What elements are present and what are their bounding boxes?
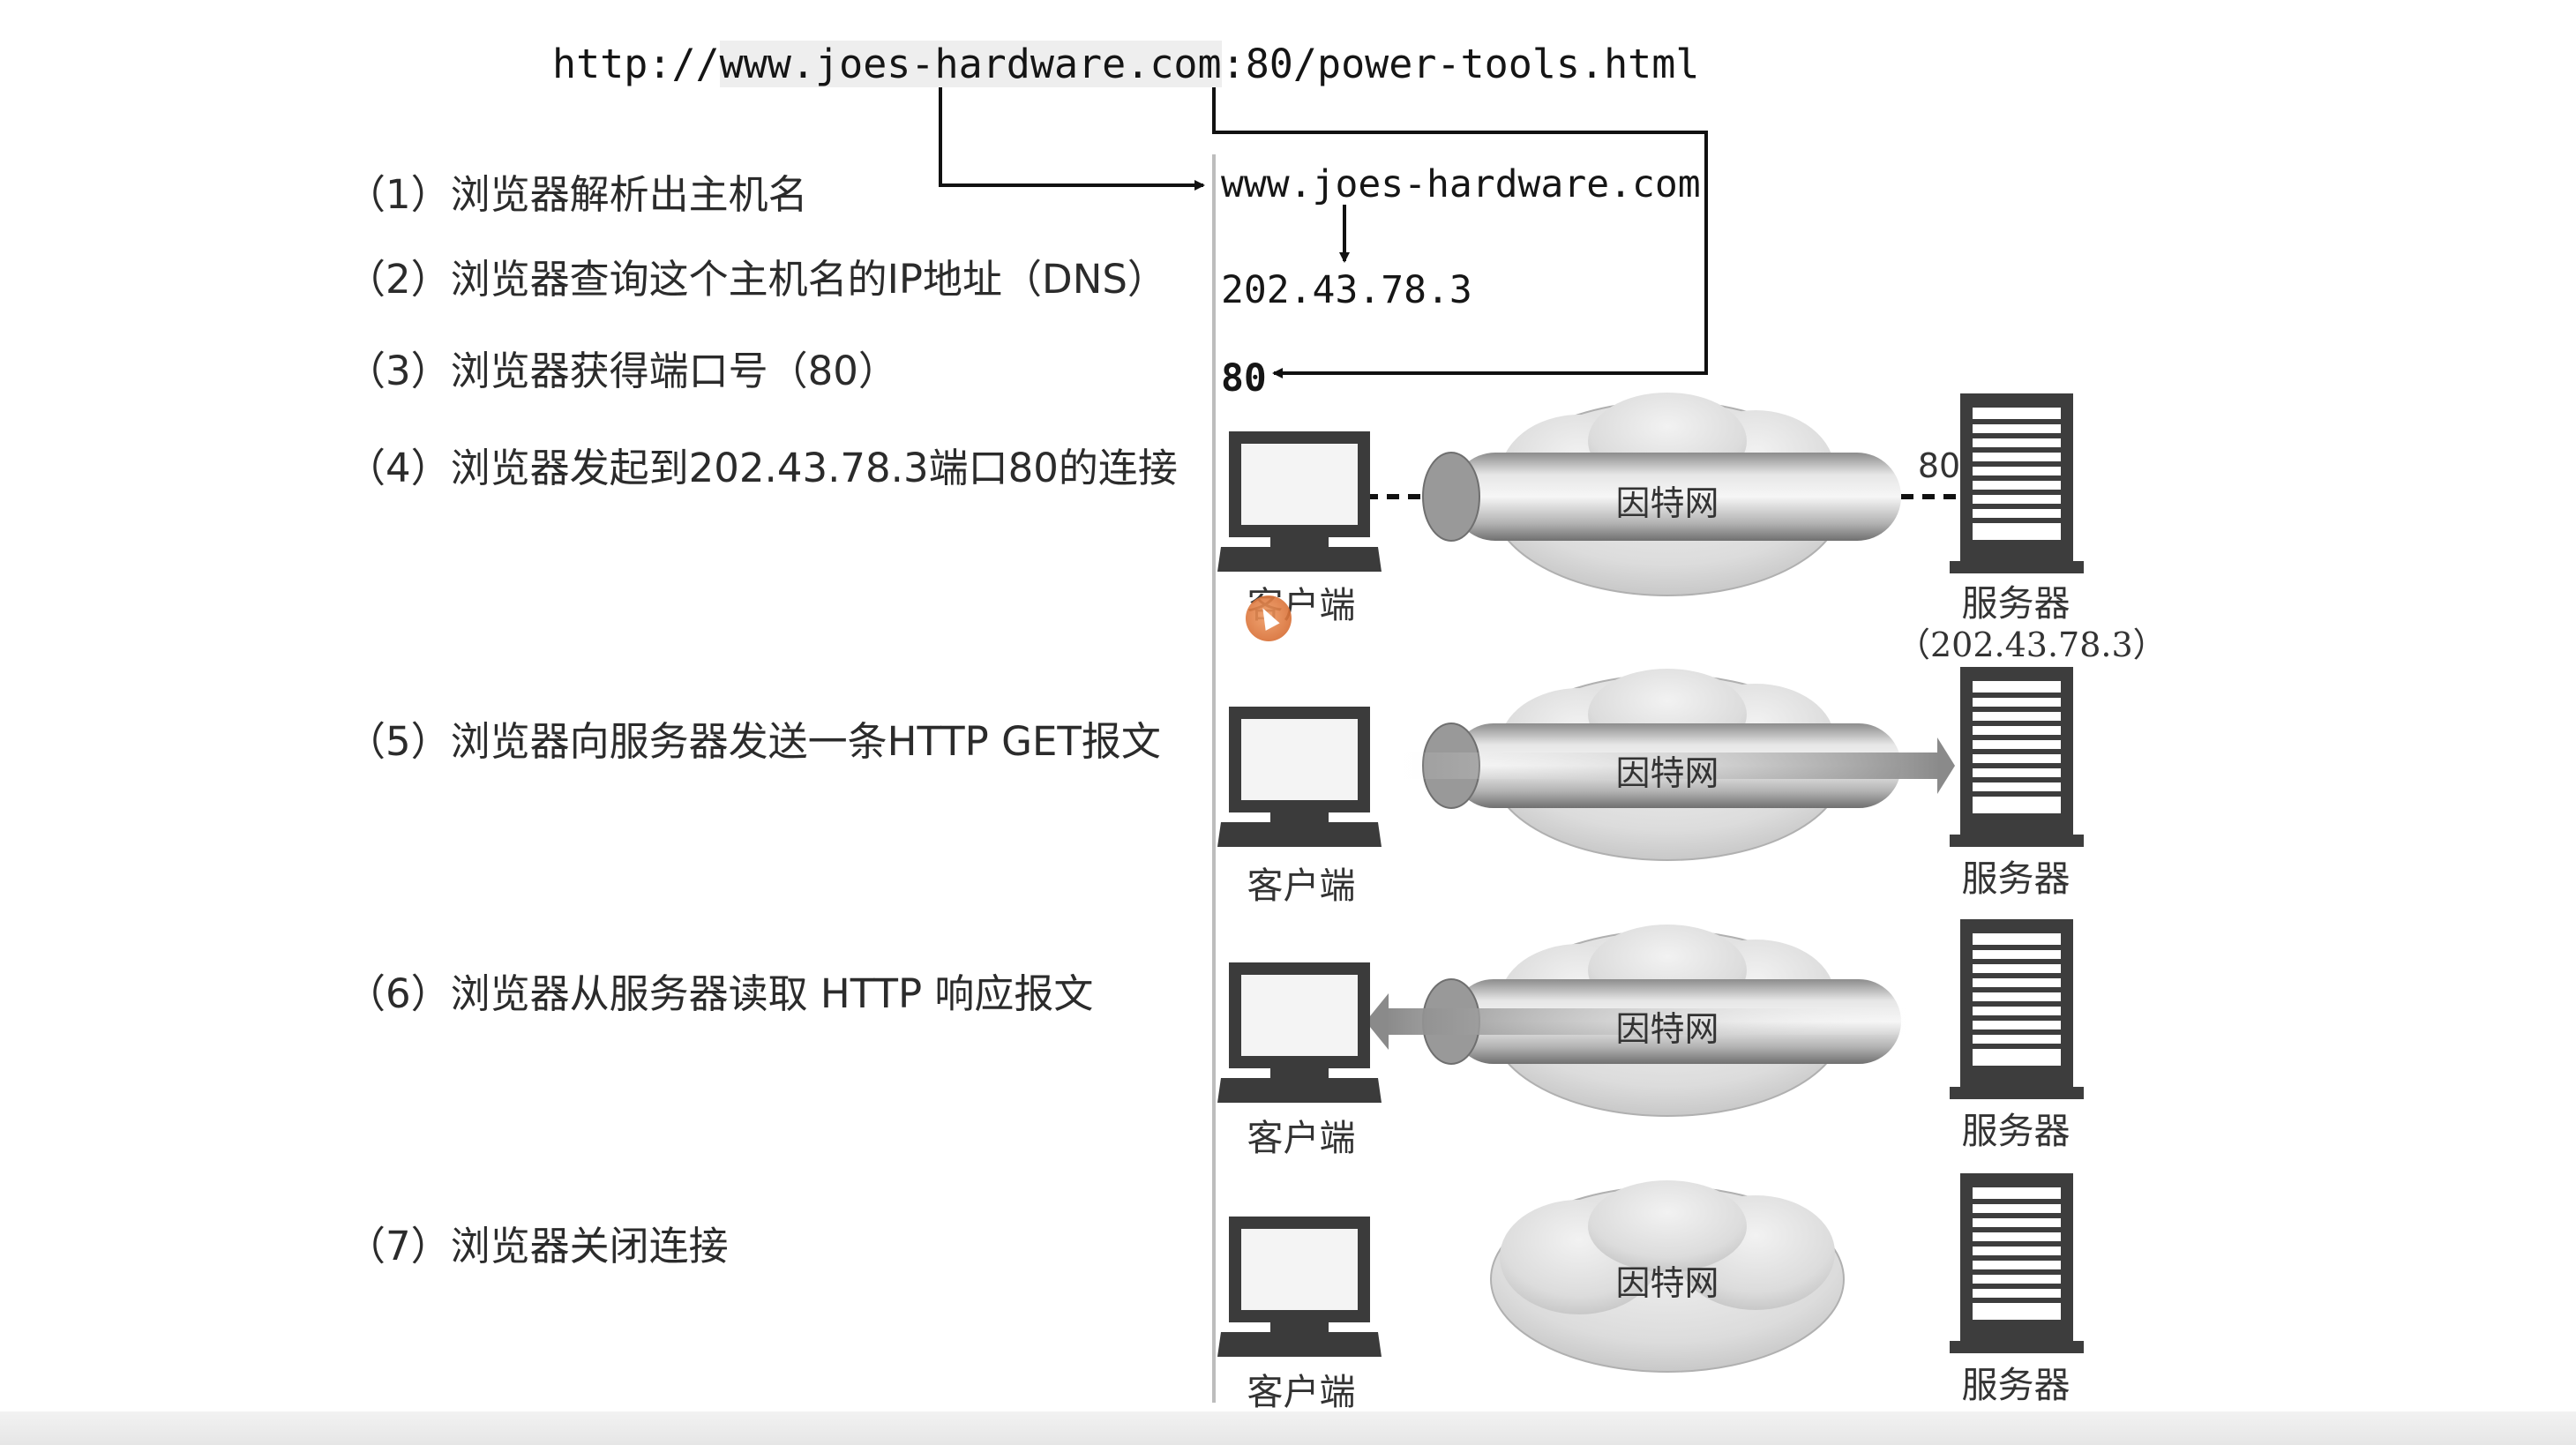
bottom-bar bbox=[0, 1411, 2576, 1445]
row2-client-label: 客户端 bbox=[1247, 865, 1356, 907]
step-4: （4）浏览器发起到202.43.78.3端口80的连接 bbox=[346, 445, 1178, 491]
row1-tube bbox=[1422, 452, 1901, 542]
server-icon bbox=[1950, 1173, 2084, 1353]
row1-server-ip: （202.43.78.3） bbox=[1897, 625, 2167, 664]
host-connector-arrow bbox=[939, 85, 1205, 191]
row3-server-label: 服务器 bbox=[1961, 1110, 2071, 1152]
row2-server-label: 服务器 bbox=[1961, 857, 2071, 900]
cursor-highlight-icon bbox=[1246, 595, 1292, 641]
client-computer-icon bbox=[1217, 431, 1382, 572]
url-path: /power-tools.html bbox=[1292, 41, 1700, 87]
row4-server-label: 服务器 bbox=[1961, 1364, 2071, 1406]
row2-cloud-label: 因特网 bbox=[1615, 754, 1719, 794]
row3-client-label: 客户端 bbox=[1247, 1117, 1356, 1159]
port-connector-arrow bbox=[1212, 85, 1708, 378]
client-computer-icon bbox=[1217, 1217, 1382, 1357]
row3-response-arrow bbox=[1366, 993, 1932, 1050]
step-1: （1）浏览器解析出主机名 bbox=[346, 171, 808, 218]
resolved-ip: 202.43.78.3 bbox=[1221, 268, 1472, 312]
resolved-hostname: www.joes-hardware.com bbox=[1221, 162, 1701, 206]
step-2: （2）浏览器查询这个主机名的IP地址（DNS） bbox=[346, 256, 1167, 303]
row3-cloud-label: 因特网 bbox=[1615, 1010, 1719, 1050]
url-host: www.joes-hardware.com bbox=[719, 41, 1222, 87]
row1-cloud-label: 因特网 bbox=[1615, 484, 1719, 524]
client-computer-icon bbox=[1217, 707, 1382, 847]
row4-cloud bbox=[1490, 1180, 1845, 1373]
url-scheme: http:// bbox=[552, 41, 720, 87]
url-port: 80 bbox=[1245, 41, 1293, 87]
server-icon bbox=[1950, 667, 2084, 847]
server-icon bbox=[1950, 393, 2084, 573]
client-computer-icon bbox=[1217, 962, 1382, 1103]
step-6: （6）浏览器从服务器读取 HTTP 响应报文 bbox=[346, 970, 1094, 1017]
step-7: （7）浏览器关闭连接 bbox=[346, 1223, 729, 1269]
row1-server-port: 80 bbox=[1917, 446, 1961, 485]
step-5: （5）浏览器向服务器发送一条HTTP GET报文 bbox=[346, 718, 1161, 765]
row4-client-label: 客户端 bbox=[1247, 1371, 1356, 1413]
server-icon bbox=[1950, 919, 2084, 1099]
row1-server-label: 服务器 bbox=[1961, 582, 2071, 625]
row4-cloud-label: 因特网 bbox=[1615, 1264, 1719, 1304]
step-3: （3）浏览器获得端口号（80） bbox=[346, 348, 898, 394]
request-url: http://www.joes-hardware.com:80/power-to… bbox=[552, 41, 1699, 87]
row2-request-arrow bbox=[1376, 737, 1955, 794]
resolved-port: 80 bbox=[1221, 356, 1267, 401]
url-port-separator: : bbox=[1221, 41, 1246, 87]
